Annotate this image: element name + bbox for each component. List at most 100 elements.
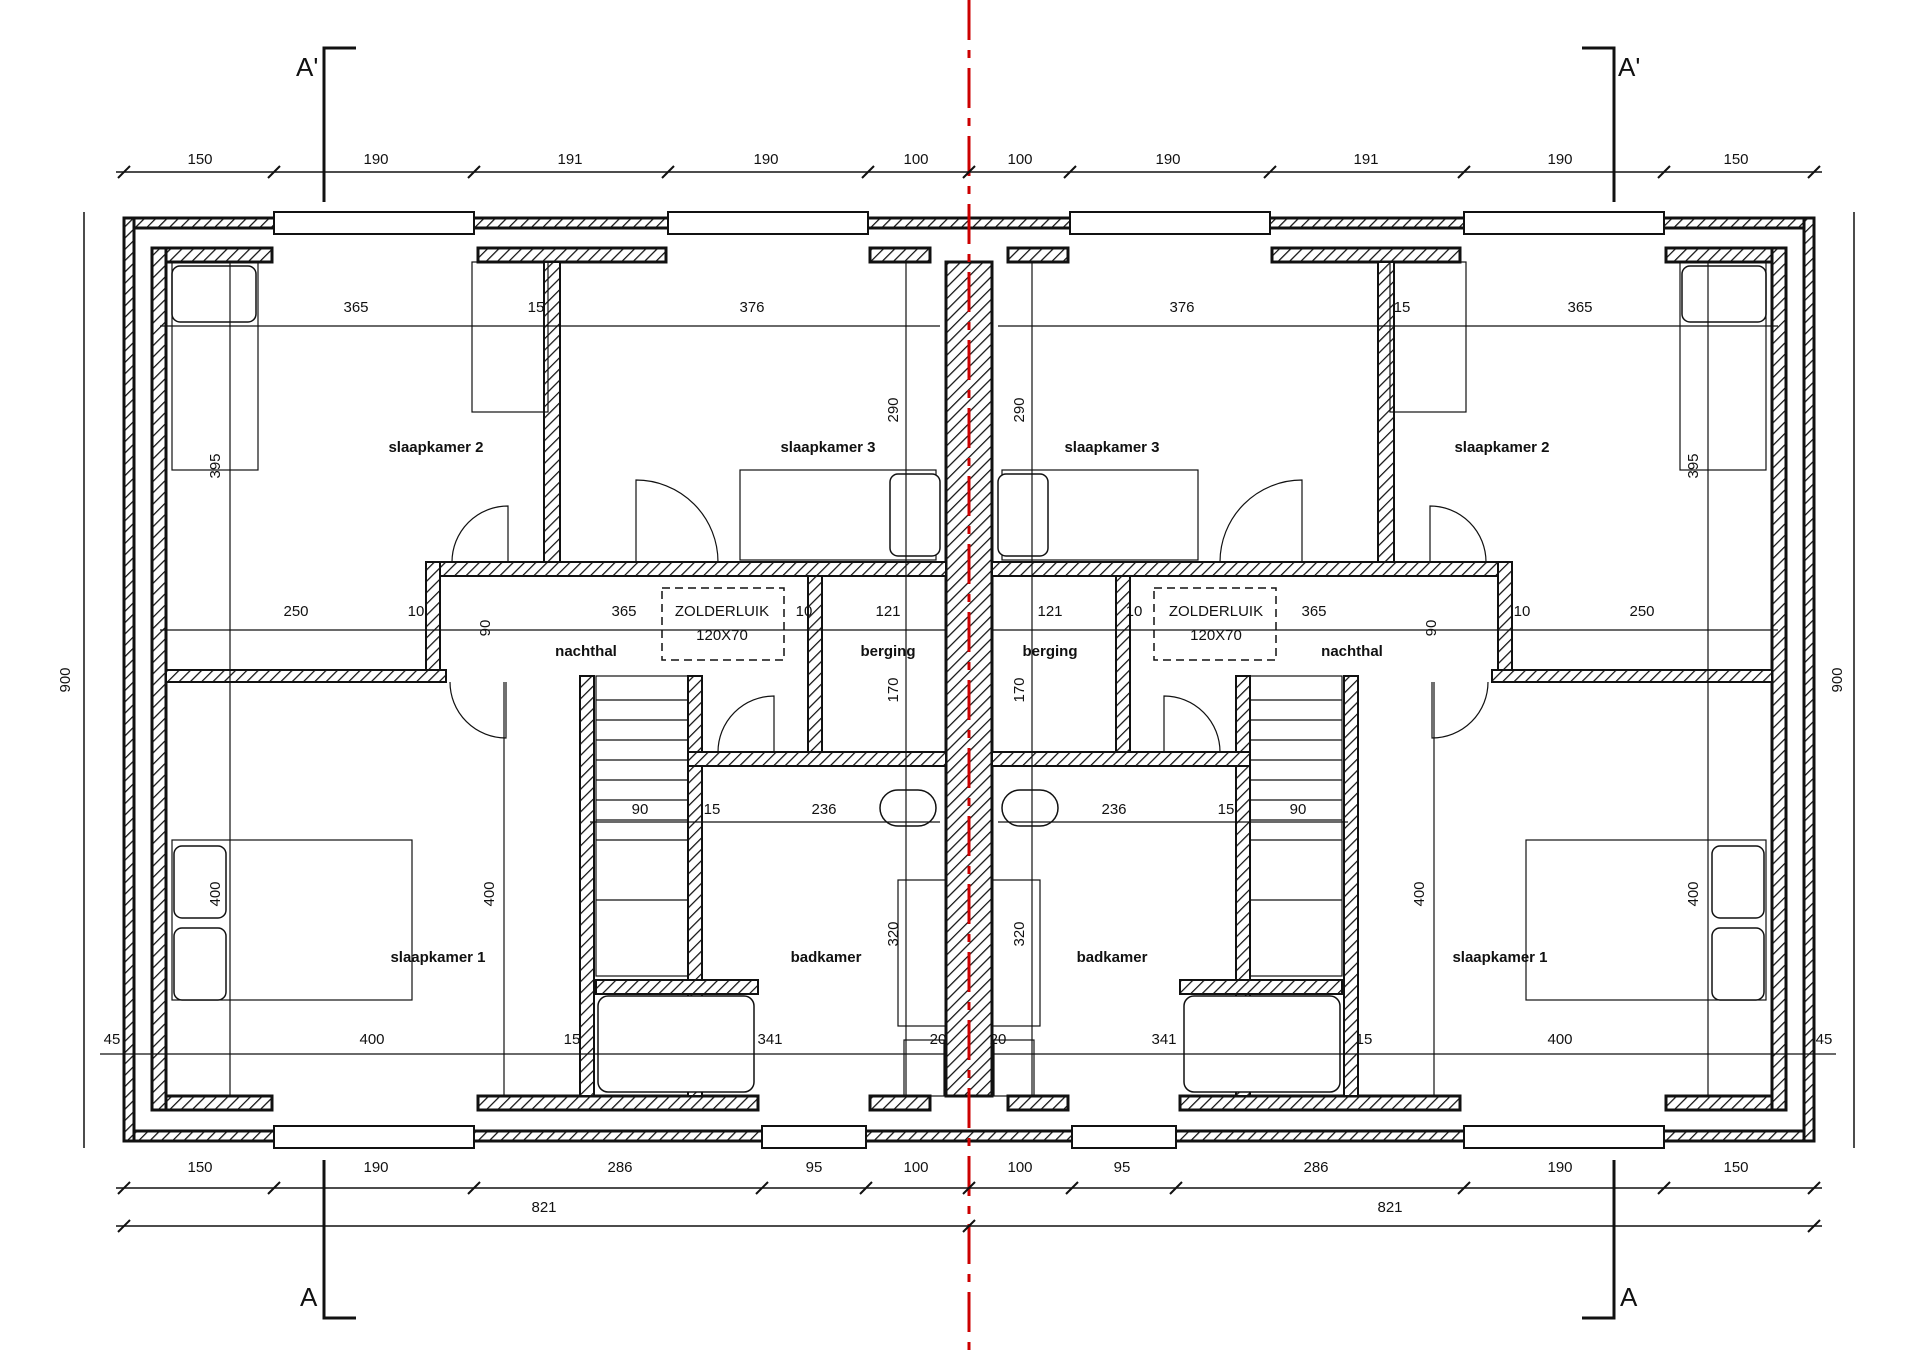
dim-inner-365: 365 [343, 299, 368, 316]
dim-top-2: 191 [557, 151, 582, 168]
dim-inner-90: 90 [477, 620, 494, 637]
room-label-badkamer-right: badkamer [1077, 949, 1148, 966]
dim-inner-400-c: 400 [1411, 881, 1428, 906]
dim-inner-15-h-r: 15 [1356, 1031, 1373, 1048]
dim-top-3: 190 [753, 151, 778, 168]
sink-icon [1001, 789, 1059, 827]
dim-bottom-4: 100 [903, 1159, 928, 1176]
door-sk3-left [635, 479, 719, 563]
dimension-tick [1807, 1219, 1821, 1233]
dim-top-1: 190 [363, 151, 388, 168]
dim-inner-341-r: 341 [1151, 1031, 1176, 1048]
attic-hatch-right [1153, 587, 1277, 661]
window-top-4 [1463, 211, 1665, 235]
vanity-right [991, 879, 1041, 1027]
wall-sk2-sk1 [165, 669, 447, 683]
door-sk2-left [451, 505, 509, 563]
stair-left [595, 675, 689, 977]
dim-inner-320: 320 [885, 921, 902, 946]
inner-wall-top-1 [150, 246, 274, 264]
dim-inner-10-b: 10 [796, 603, 813, 620]
door-bad-left [717, 695, 775, 753]
dim-side-right: 900 [1829, 667, 1846, 692]
inner-wall-bottom-1 [150, 1094, 274, 1112]
dim-inner-290-r: 290 [1011, 397, 1028, 422]
dim-inner-90-stair: 90 [632, 801, 649, 818]
window-bottom-4 [1463, 1125, 1665, 1149]
dim-inner-45: 45 [104, 1031, 121, 1048]
dim-inner-250-r: 250 [1629, 603, 1654, 620]
dim-inner-376: 376 [739, 299, 764, 316]
bed-sk2-left [171, 261, 259, 471]
dimension-tick [117, 1181, 131, 1195]
window-bottom-2 [761, 1125, 867, 1149]
dim-inner-10-r: 10 [1126, 603, 1143, 620]
window-top-2 [667, 211, 869, 235]
inner-dimension-lines [100, 262, 1836, 1096]
outer-wall-right [1802, 216, 1816, 1143]
dimension-tick [1263, 165, 1277, 179]
attic-hatch-title-left: ZOLDERLUIK [675, 603, 769, 620]
dim-bottom-8: 190 [1547, 1159, 1572, 1176]
inner-wall-top-2 [476, 246, 668, 264]
dim-top-8: 190 [1547, 151, 1572, 168]
dim-top-9: 150 [1723, 151, 1748, 168]
dim-bottom-9: 150 [1723, 1159, 1748, 1176]
door-sk1-right [1431, 681, 1489, 739]
dim-inner-10-r2: 10 [1514, 603, 1531, 620]
inner-wall-bottom-3 [868, 1094, 932, 1112]
pillow-icon [173, 927, 227, 1001]
section-marks: A' A' A A [296, 46, 1640, 1320]
dim-bottom-1: 190 [363, 1159, 388, 1176]
dim-inner-90-stair-r: 90 [1290, 801, 1307, 818]
pillow-icon [1711, 927, 1765, 1001]
inner-wall-bottom-6 [1664, 1094, 1788, 1112]
attic-hatch-size-right: 120X70 [1190, 627, 1242, 644]
windows [273, 211, 1665, 1149]
room-label-slaapkamer-1-left: slaapkamer 1 [390, 949, 485, 966]
dimension-tick [267, 165, 281, 179]
room-label-berging-left: berging [861, 643, 916, 660]
section-mark-top-right: A' [1618, 52, 1640, 82]
dim-side-left: 900 [57, 667, 74, 692]
dimension-tick [1657, 1181, 1671, 1195]
room-label-nachthal-left: nachthal [555, 643, 617, 660]
dim-inner-45-r: 45 [1816, 1031, 1833, 1048]
dim-inner-400-b: 400 [481, 881, 498, 906]
window-top-1 [273, 211, 475, 235]
window-top-3 [1069, 211, 1271, 235]
attic-hatch-title-right: ZOLDERLUIK [1169, 603, 1263, 620]
wall-stair-right-r [1343, 675, 1359, 1097]
bed-sk1-left [171, 839, 413, 1001]
inner-wall-top-3 [868, 246, 932, 264]
dimension-tick [661, 165, 675, 179]
pillow-icon [171, 265, 257, 323]
dimension-tick [1169, 1181, 1183, 1195]
dimension-tick [1063, 165, 1077, 179]
dim-inner-20: 20 [930, 1031, 947, 1048]
wardrobe-right [1389, 261, 1467, 413]
pillow-icon [1711, 845, 1765, 919]
dim-bottom-6: 95 [1114, 1159, 1131, 1176]
sink-icon [879, 789, 937, 827]
inner-wall-bottom-5 [1178, 1094, 1462, 1112]
dim-top-6: 190 [1155, 151, 1180, 168]
dim-top-4: 100 [903, 151, 928, 168]
bathtub-icon [597, 995, 755, 1093]
dim-inner-170: 170 [885, 677, 902, 702]
wall-nachthal-top [425, 561, 947, 577]
door-sk3-right [1219, 479, 1303, 563]
inner-wall-bottom-4 [1006, 1094, 1070, 1112]
room-label-berging-right: berging [1023, 643, 1078, 660]
dim-inner-236: 236 [811, 801, 836, 818]
dim-bottom-0: 150 [187, 1159, 212, 1176]
dim-inner-15-stair-r: 15 [1218, 801, 1235, 818]
room-label-slaapkamer-3-left: slaapkamer 3 [780, 439, 875, 456]
dimension-tick [755, 1181, 769, 1195]
section-mark-bottom-left: A [300, 1282, 318, 1312]
dim-inner-90-r: 90 [1423, 620, 1440, 637]
inner-wall-bottom-2 [476, 1094, 760, 1112]
dim-inner-365-hall: 365 [611, 603, 636, 620]
dim-inner-365-r: 365 [1567, 299, 1592, 316]
